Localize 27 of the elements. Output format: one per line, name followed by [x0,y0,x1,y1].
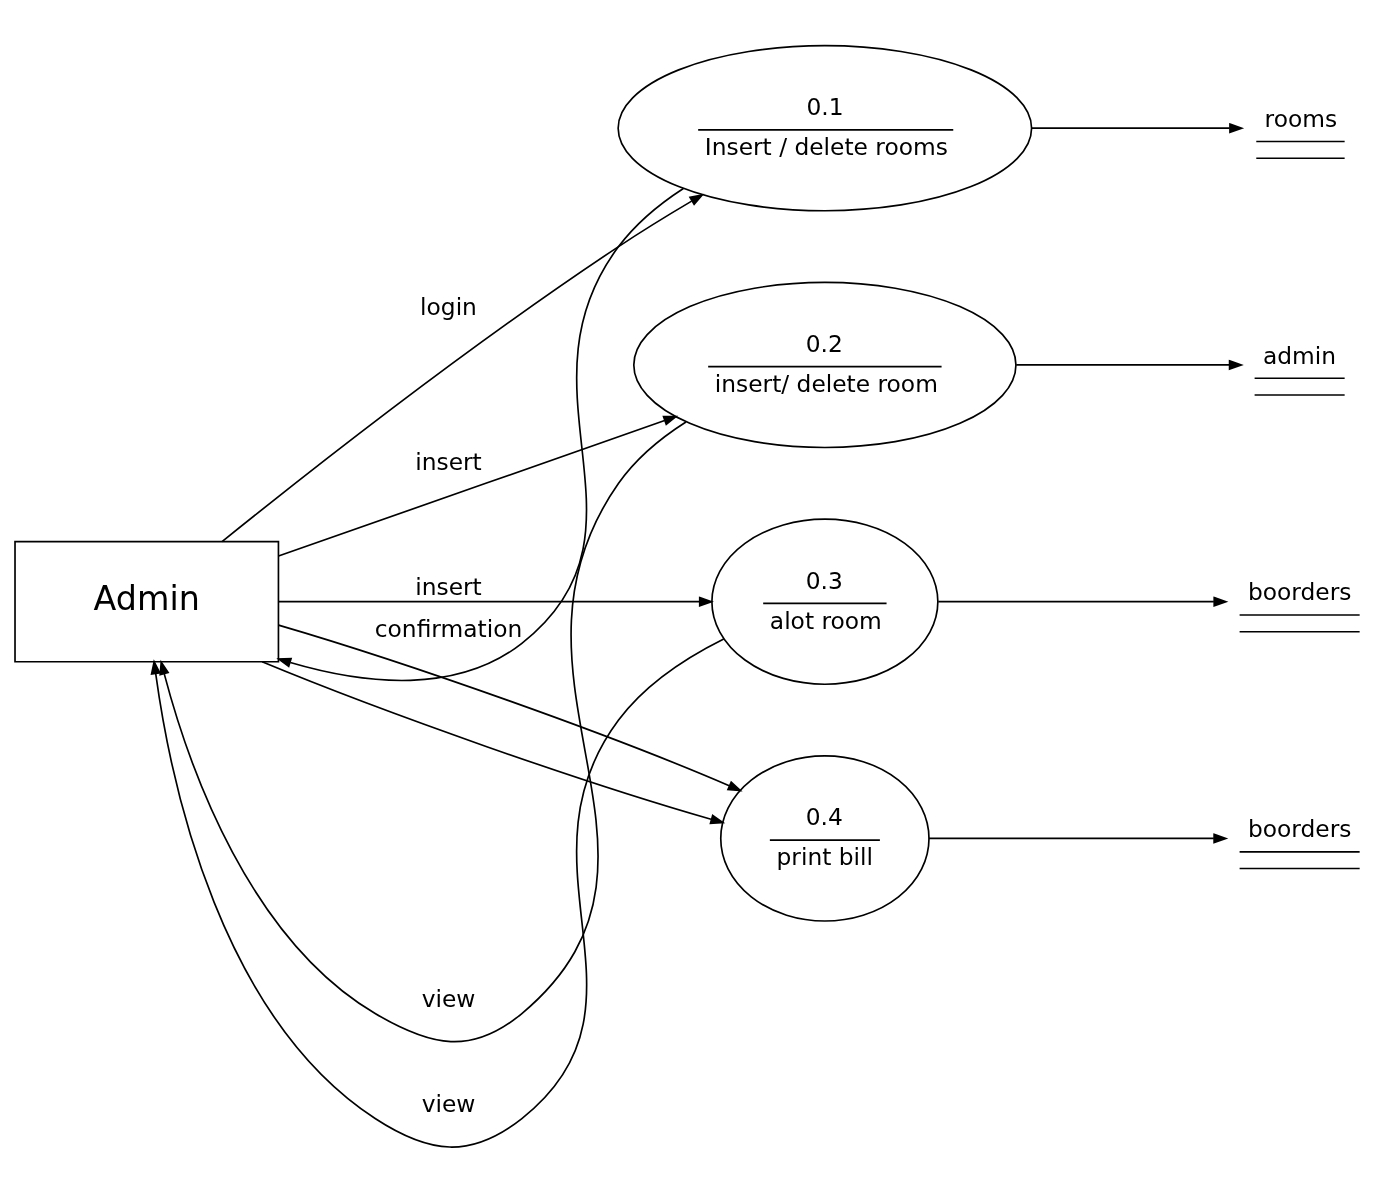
node-ellipse: 0.3 alot room [711,517,939,685]
node-ellipse: 0.2 insert/ delete room [632,281,1017,448]
arrow [261,660,726,824]
arrow [150,637,725,1148]
node-ellipse: 0.1 Insert / delete rooms [617,44,1033,212]
edge-label: view [421,1089,476,1118]
arrow [928,832,1229,844]
edge-label: insert [415,572,482,601]
node-ellipse: 0.4 print bill [719,754,930,922]
node-text: boorders [1247,814,1352,843]
arrow [277,595,714,607]
arrow [159,420,687,1042]
arrow [937,595,1229,607]
arrow [1015,359,1244,370]
node-text: rooms [1264,104,1338,133]
node-box: Admin [14,540,280,663]
arrow [277,623,743,792]
arrow [1030,122,1245,133]
node-text: admin [1262,341,1337,370]
edge-label: insert [415,447,482,476]
arrow [221,193,705,542]
edge-label: confirmation [374,614,523,643]
edge-label: view [421,984,476,1013]
arrow [277,415,679,557]
arrow [276,187,685,681]
node-text: boorders [1247,577,1352,606]
edge-label: login [420,292,477,321]
